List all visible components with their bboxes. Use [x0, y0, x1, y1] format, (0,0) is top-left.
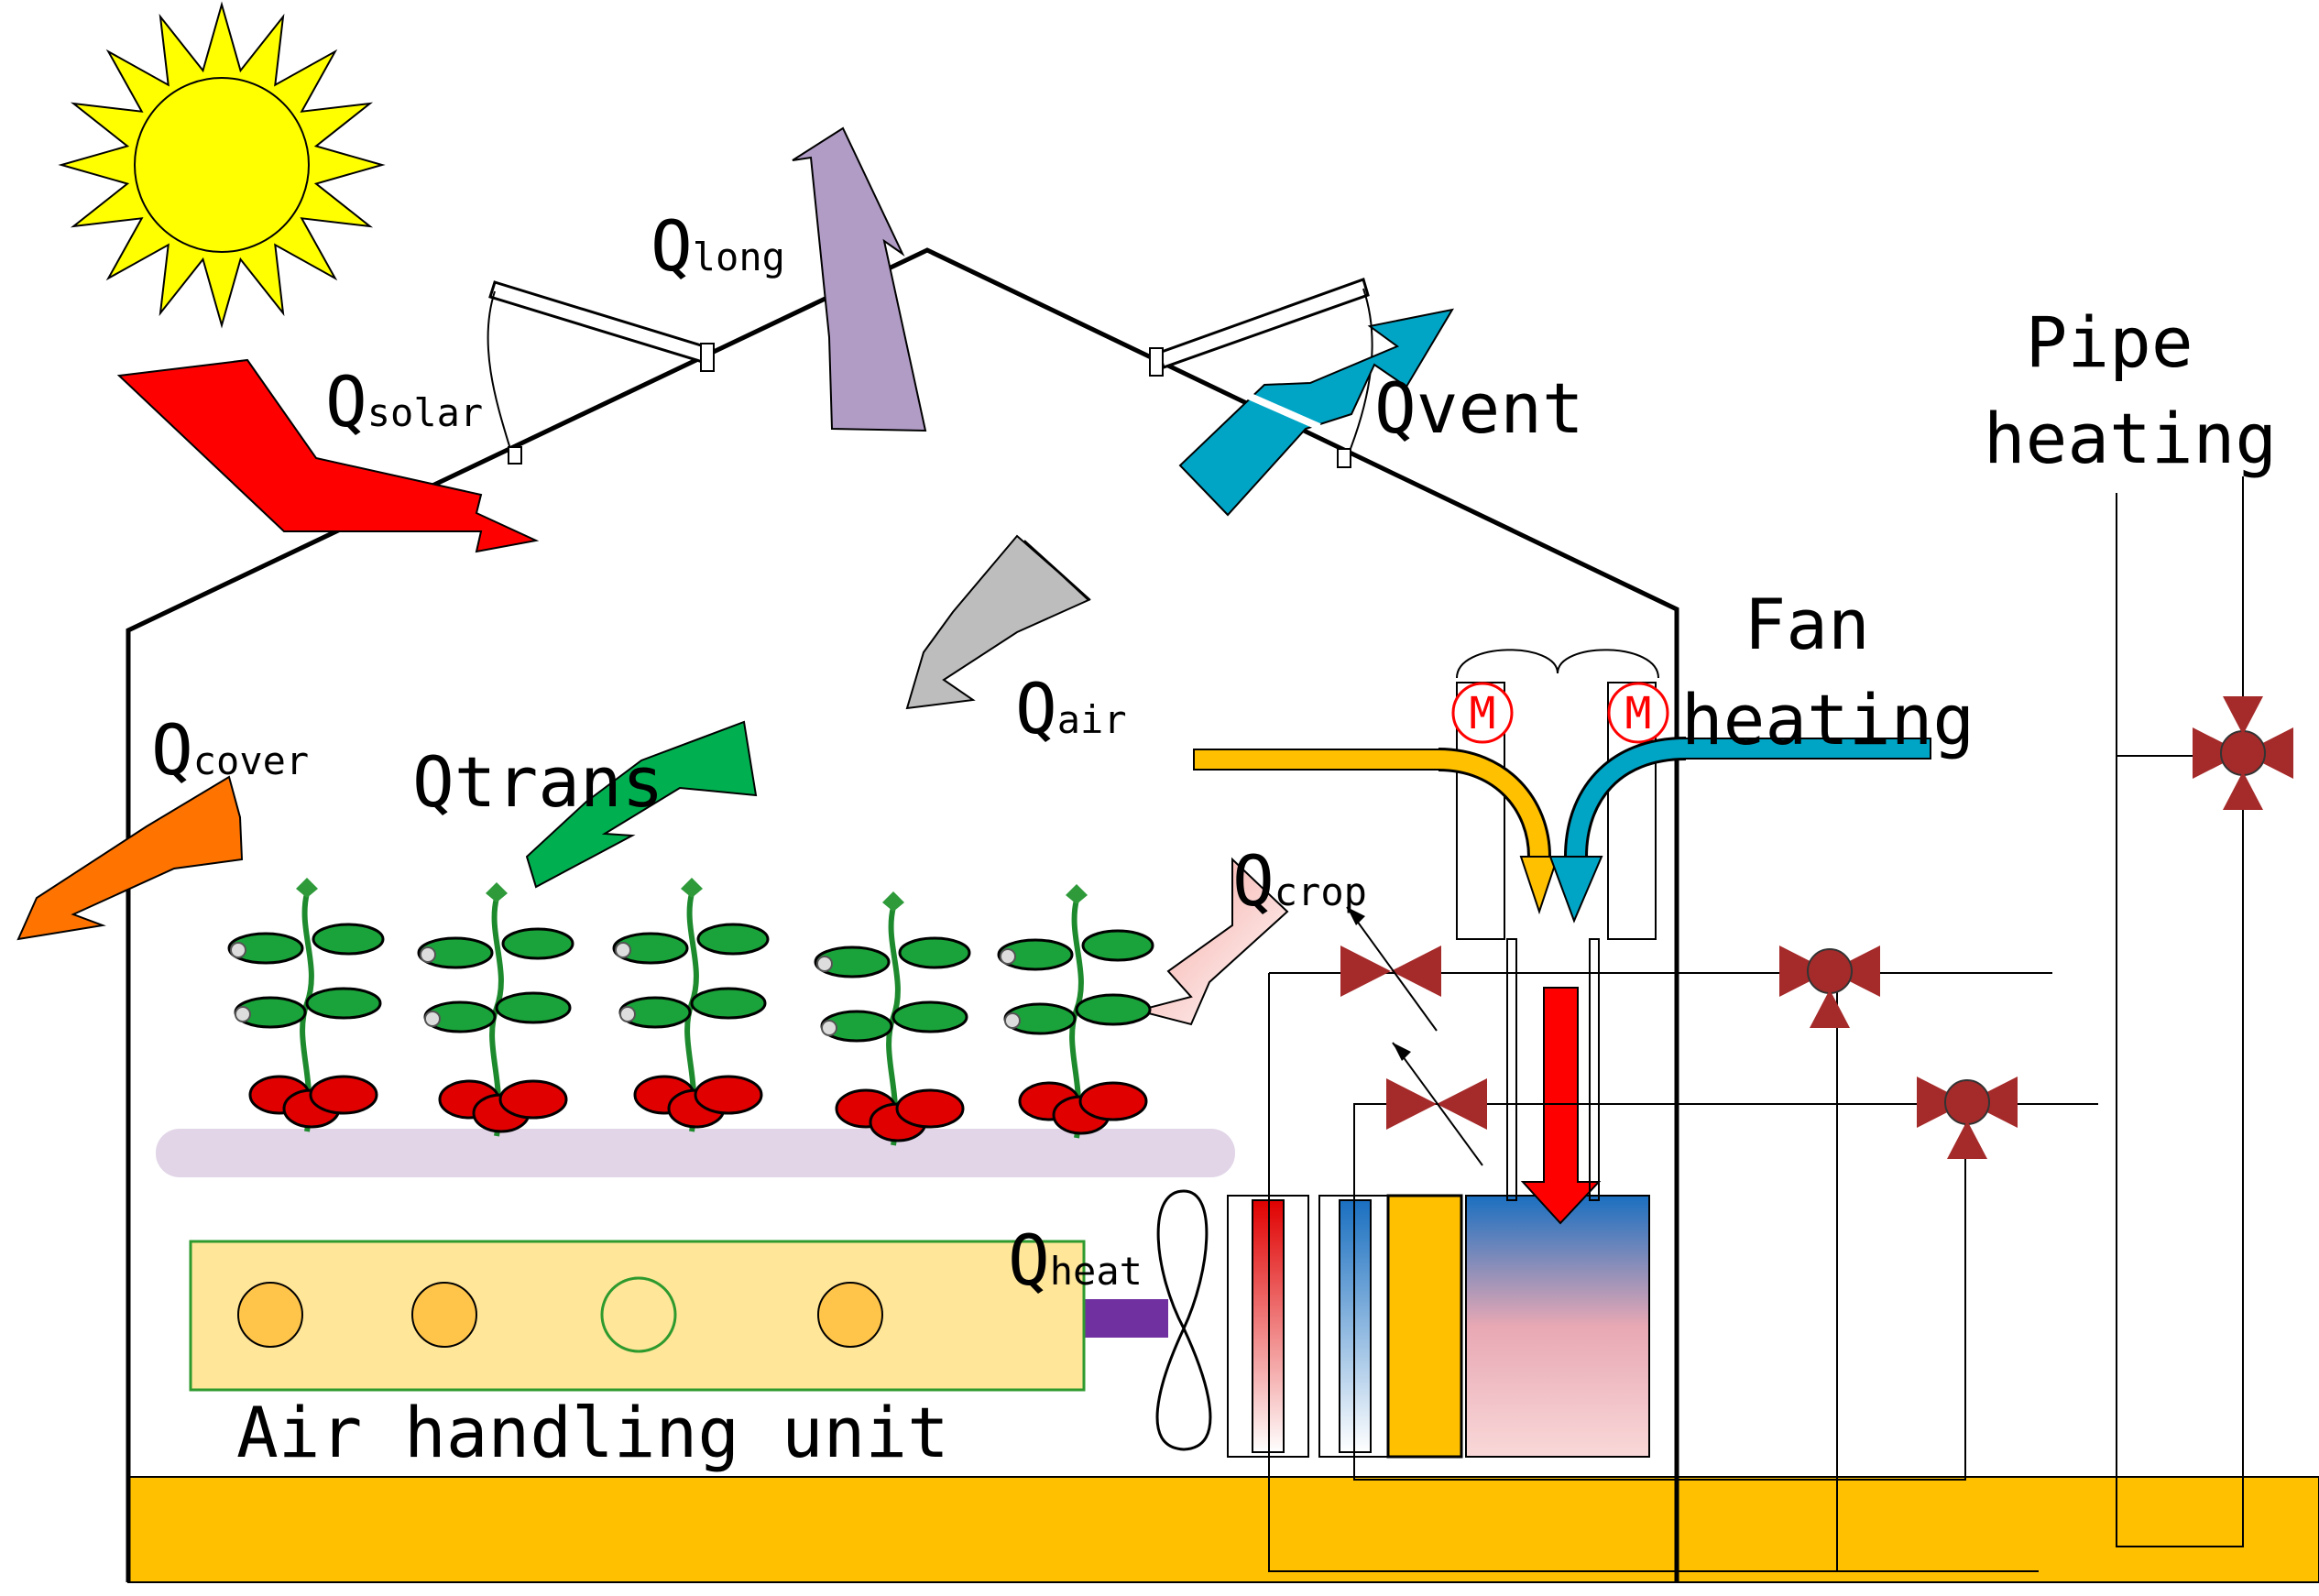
ventilation-arrow [1178, 308, 1455, 517]
plant-icon [815, 891, 969, 1145]
valve-icon [1917, 1077, 2018, 1159]
warm-air-duct [1193, 748, 1559, 915]
valve-icon [1340, 906, 1441, 1032]
plant-icon [614, 878, 768, 1131]
soil-bed [156, 1129, 1235, 1177]
motor-label: M [1625, 688, 1652, 739]
motor-icon [1451, 682, 1514, 744]
plant-icon [229, 878, 383, 1131]
q-trans-label: Qtrans [412, 741, 664, 823]
cool-air-duct [1548, 737, 1931, 924]
cover-loss-arrow [16, 775, 244, 941]
air-handling-unit-label: Air handling unit [236, 1392, 949, 1473]
fan-icon [1155, 1189, 1212, 1451]
greenhouse-floor [127, 1476, 2319, 1583]
q-crop-label: Qcrop [1232, 840, 1367, 922]
transpiration-arrow [525, 720, 758, 889]
air-handling-unit [189, 1240, 1086, 1392]
q-heat-label: Qheat [1008, 1219, 1143, 1301]
longwave-radiation-arrow [792, 126, 927, 432]
plant-icon [419, 882, 573, 1136]
motor-label: M [1470, 688, 1496, 739]
q-air-label: Qair [1015, 668, 1127, 749]
motor-icon [1607, 682, 1669, 744]
q-solar-label: Qsolar [325, 361, 483, 443]
pipe-network [1268, 476, 2244, 1572]
q-cover-label: Qcover [151, 709, 309, 791]
hot-water-arrow [1520, 987, 1602, 1225]
heat-exchanger-icon [1227, 1194, 1650, 1459]
valve-icon [2193, 696, 2293, 810]
plant-icon [999, 884, 1153, 1138]
solar-radiation-arrow [116, 358, 540, 553]
air-heat-arrow [905, 534, 1091, 710]
valve-icon [1779, 946, 1880, 1028]
valve-icon [1386, 1042, 1487, 1166]
q-long-label: Qlong [651, 205, 785, 287]
roof-vent-right [1149, 278, 1373, 468]
roof-vent-left [487, 280, 715, 465]
sun-icon [58, 1, 386, 329]
q-vent-label: Qvent [1374, 367, 1584, 449]
greenhouse-frame [126, 247, 1679, 1582]
fan-heating-label: Fan heating [1681, 584, 1974, 760]
pipe-heating-label: Pipe heating [1984, 301, 2277, 479]
